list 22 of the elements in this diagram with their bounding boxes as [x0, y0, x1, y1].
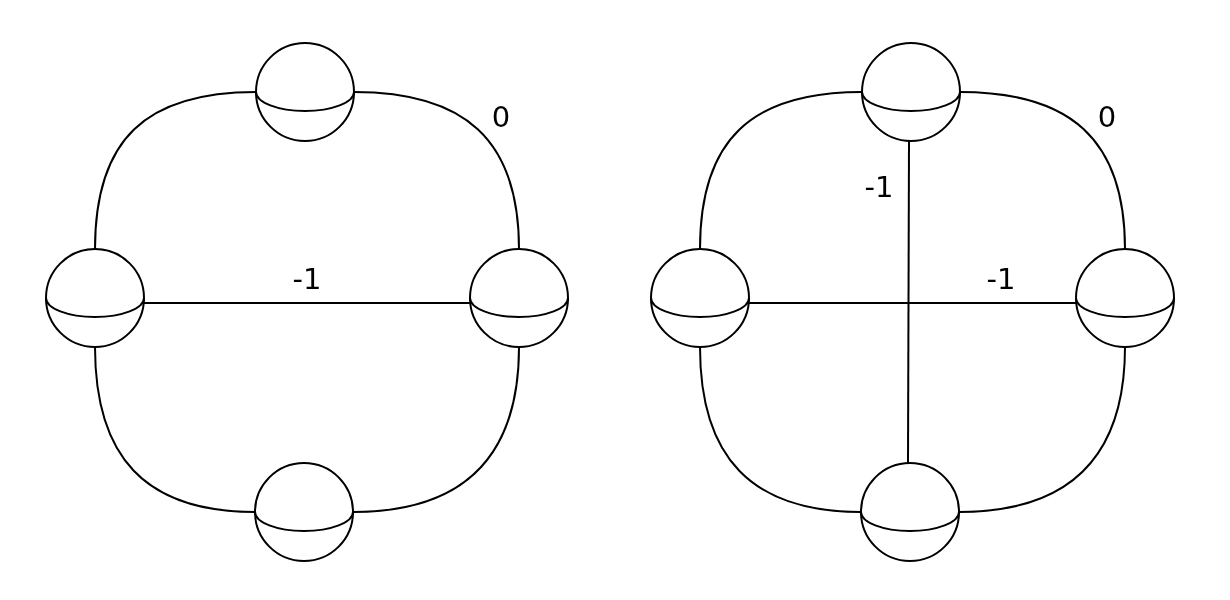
edge-label: -1: [864, 172, 894, 202]
curved-connector: [94, 91, 257, 250]
sphere-node: [45, 248, 145, 348]
curved-connector: [699, 346, 862, 513]
sphere-node: [861, 42, 961, 142]
curved-connector: [352, 346, 520, 513]
edge-label: -1: [986, 264, 1016, 294]
sphere-node: [469, 248, 569, 348]
curved-connector: [699, 91, 863, 250]
sphere-node: [1075, 248, 1175, 348]
edge-label: 0: [1097, 102, 1117, 132]
edge-label: 0: [491, 102, 511, 132]
sphere-node: [650, 248, 750, 348]
edge-label: -1: [292, 264, 322, 294]
sphere-node: [255, 42, 355, 142]
curved-connector: [94, 346, 256, 513]
connector-line: [748, 302, 1077, 304]
sphere-node: [254, 462, 354, 562]
connector-line: [143, 302, 471, 304]
curved-connector: [958, 346, 1126, 513]
sphere-node: [860, 462, 960, 562]
connector-line: [907, 140, 910, 464]
